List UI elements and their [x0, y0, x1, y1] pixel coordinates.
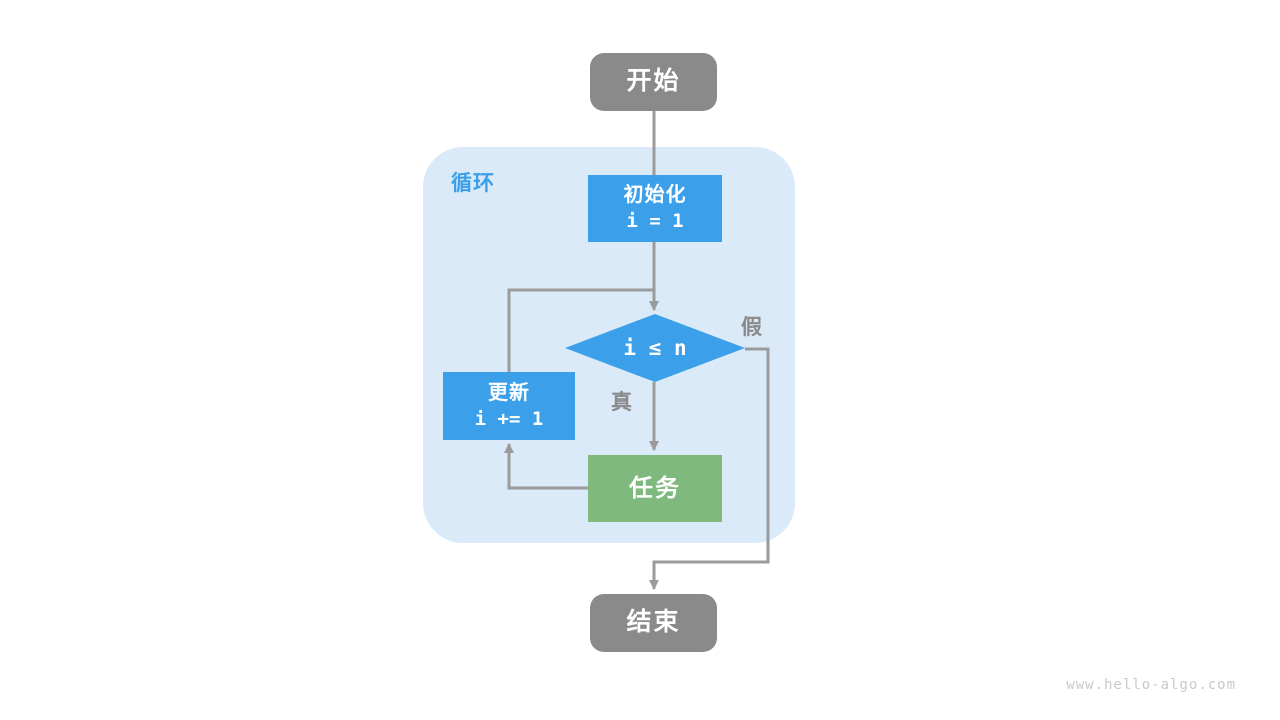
node-update-code: i += 1 [474, 407, 544, 430]
node-update-title: 更新 [488, 381, 530, 404]
edge-update-loopback [507, 288, 654, 372]
node-start-label: 开始 [626, 67, 681, 96]
node-end: 结束 [590, 594, 717, 652]
node-end-label: 结束 [626, 608, 681, 637]
node-initialize-code: i = 1 [626, 210, 684, 233]
node-task-label: 任务 [629, 474, 681, 502]
node-task: 任务 [588, 455, 722, 522]
edge-cond-false-to-end [649, 347, 770, 590]
node-start: 开始 [590, 53, 717, 111]
node-initialize: 初始化 i = 1 [588, 175, 722, 242]
node-update: 更新 i += 1 [443, 372, 575, 440]
edge-task-to-update [504, 443, 588, 490]
edge-label-true: 真 [611, 391, 632, 414]
node-initialize-title: 初始化 [623, 184, 687, 207]
node-condition-code: i ≤ n [623, 335, 687, 360]
watermark: www.hello-algo.com [1066, 677, 1236, 693]
edge-label-false: 假 [741, 316, 762, 339]
loop-scope-label: 循环 [451, 172, 495, 195]
